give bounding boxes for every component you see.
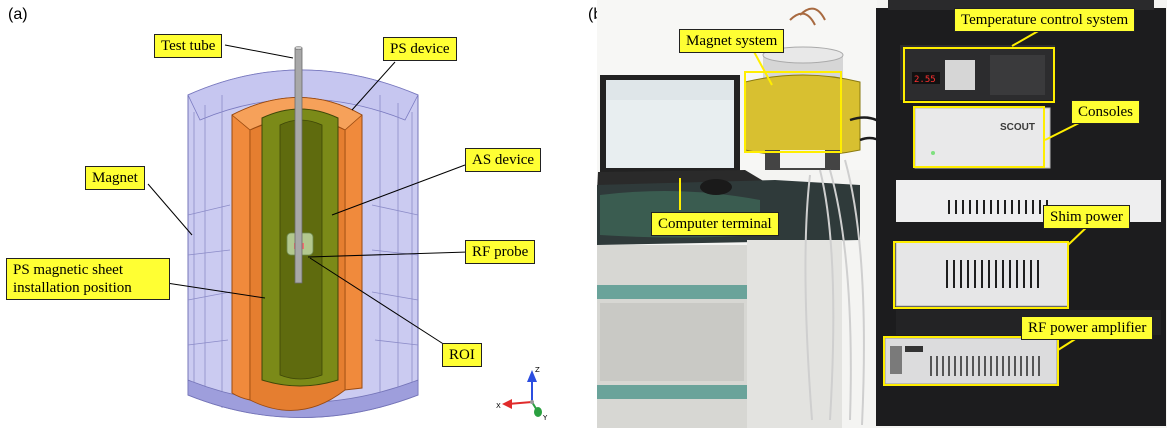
test-tube (294, 46, 303, 284)
callout-ps-device: PS device (383, 37, 457, 61)
callout-test-tube: Test tube (154, 34, 223, 58)
callout-rf-probe: RF probe (465, 240, 536, 264)
callout-ps-magnetic-sheet: PS magnetic sheet installation position (6, 258, 170, 300)
laptop (597, 75, 775, 192)
callout-temperature-control: Temperature control system (954, 8, 1136, 32)
callout-ps-sheet-line2: installation position (13, 280, 132, 296)
callout-computer-terminal: Computer terminal (651, 212, 779, 236)
callout-ps-sheet-line1: PS magnetic sheet (13, 262, 123, 278)
magnet-system (744, 7, 861, 170)
callout-rf-power-amplifier: RF power amplifier (1021, 316, 1154, 340)
callout-roi: ROI (442, 343, 482, 367)
highlight-boxes (744, 47, 1069, 386)
cables (804, 159, 865, 426)
coordinate-axes (502, 370, 542, 417)
callout-magnet: Magnet (85, 166, 145, 190)
console-brand-text: SCOUT (1000, 122, 1035, 133)
callout-consoles: Consoles (1071, 100, 1141, 124)
callout-magnet-system: Magnet system (679, 29, 785, 53)
callout-shim-power: Shim power (1043, 205, 1130, 229)
axis-x-label: X (496, 402, 501, 410)
temp-display-value: 2.55 (914, 75, 936, 85)
desk (597, 179, 860, 428)
callout-as-device: AS device (465, 148, 542, 172)
axis-z-label: Z (535, 366, 540, 374)
leader-lines-a (147, 44, 469, 346)
axis-y-label: Y (542, 414, 548, 422)
panel-a-label: (a) (8, 6, 28, 23)
